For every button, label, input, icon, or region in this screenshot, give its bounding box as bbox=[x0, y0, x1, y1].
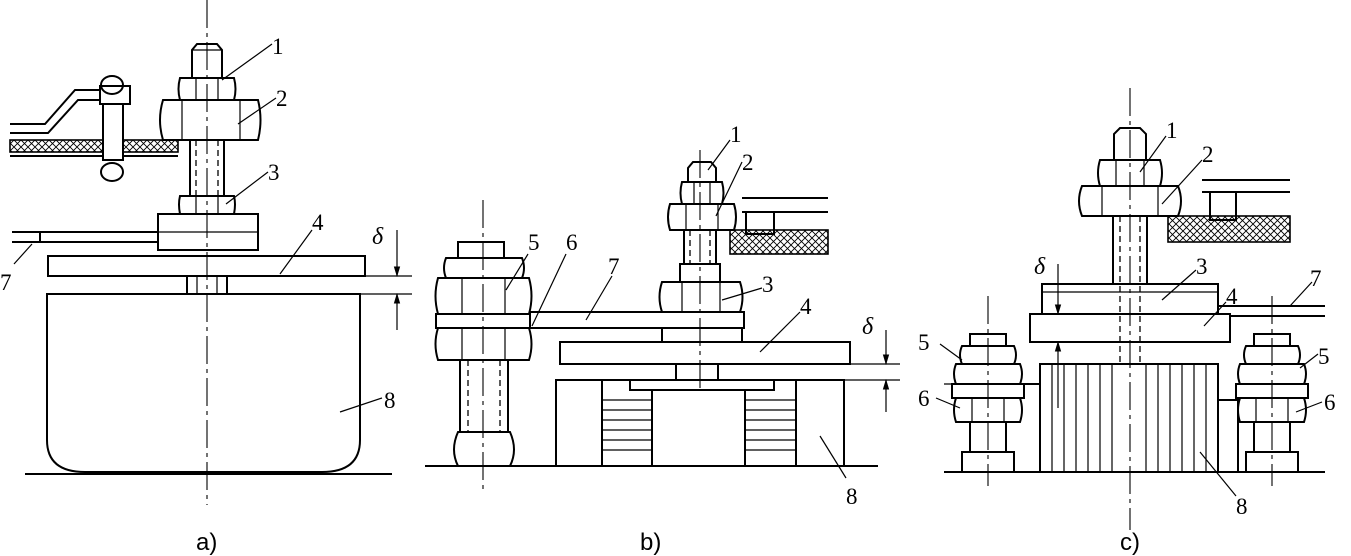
label-a-3: 3 bbox=[268, 160, 280, 185]
label-b-8: 8 bbox=[846, 484, 858, 509]
label-c-7: 7 bbox=[1310, 266, 1322, 291]
label-c-8: 8 bbox=[1236, 494, 1248, 519]
label-c-5-left: 5 bbox=[918, 330, 930, 355]
label-c-1: 1 bbox=[1166, 118, 1178, 143]
label-a-8: 8 bbox=[384, 388, 396, 413]
dimension-a-delta: δ bbox=[372, 224, 384, 250]
caption-c: c) bbox=[1120, 529, 1140, 556]
dimension-b-delta: δ bbox=[862, 314, 874, 340]
label-a-7: 7 bbox=[0, 270, 12, 295]
label-c-2: 2 bbox=[1202, 142, 1214, 167]
caption-a: a) bbox=[196, 529, 217, 556]
figure-b bbox=[425, 139, 900, 492]
figure-a-labels: 1 2 3 4 7 8 δ a) bbox=[0, 34, 396, 556]
figure-c bbox=[935, 88, 1325, 530]
dimension-c-delta: δ bbox=[1034, 254, 1046, 280]
figure-a bbox=[9, 0, 412, 505]
label-a-1: 1 bbox=[272, 34, 284, 59]
label-a-4: 4 bbox=[312, 210, 324, 235]
label-b-1: 1 bbox=[730, 122, 742, 147]
label-c-6-right: 6 bbox=[1324, 390, 1336, 415]
label-c-3: 3 bbox=[1196, 254, 1208, 279]
label-c-4: 4 bbox=[1226, 284, 1238, 309]
label-b-4: 4 bbox=[800, 294, 812, 319]
figure-c-labels: 1 2 3 4 7 5 5 6 6 8 δ c) bbox=[918, 118, 1336, 556]
label-b-6: 6 bbox=[566, 230, 578, 255]
label-b-3: 3 bbox=[762, 272, 774, 297]
figure-b-labels: 1 2 3 4 5 6 7 8 δ b) bbox=[528, 122, 874, 556]
caption-b: b) bbox=[640, 529, 661, 556]
label-b-7: 7 bbox=[608, 254, 620, 279]
label-b-5: 5 bbox=[528, 230, 540, 255]
label-b-2: 2 bbox=[742, 150, 754, 175]
label-a-2: 2 bbox=[276, 86, 288, 111]
label-c-6-left: 6 bbox=[918, 386, 930, 411]
label-c-5-right: 5 bbox=[1318, 344, 1330, 369]
